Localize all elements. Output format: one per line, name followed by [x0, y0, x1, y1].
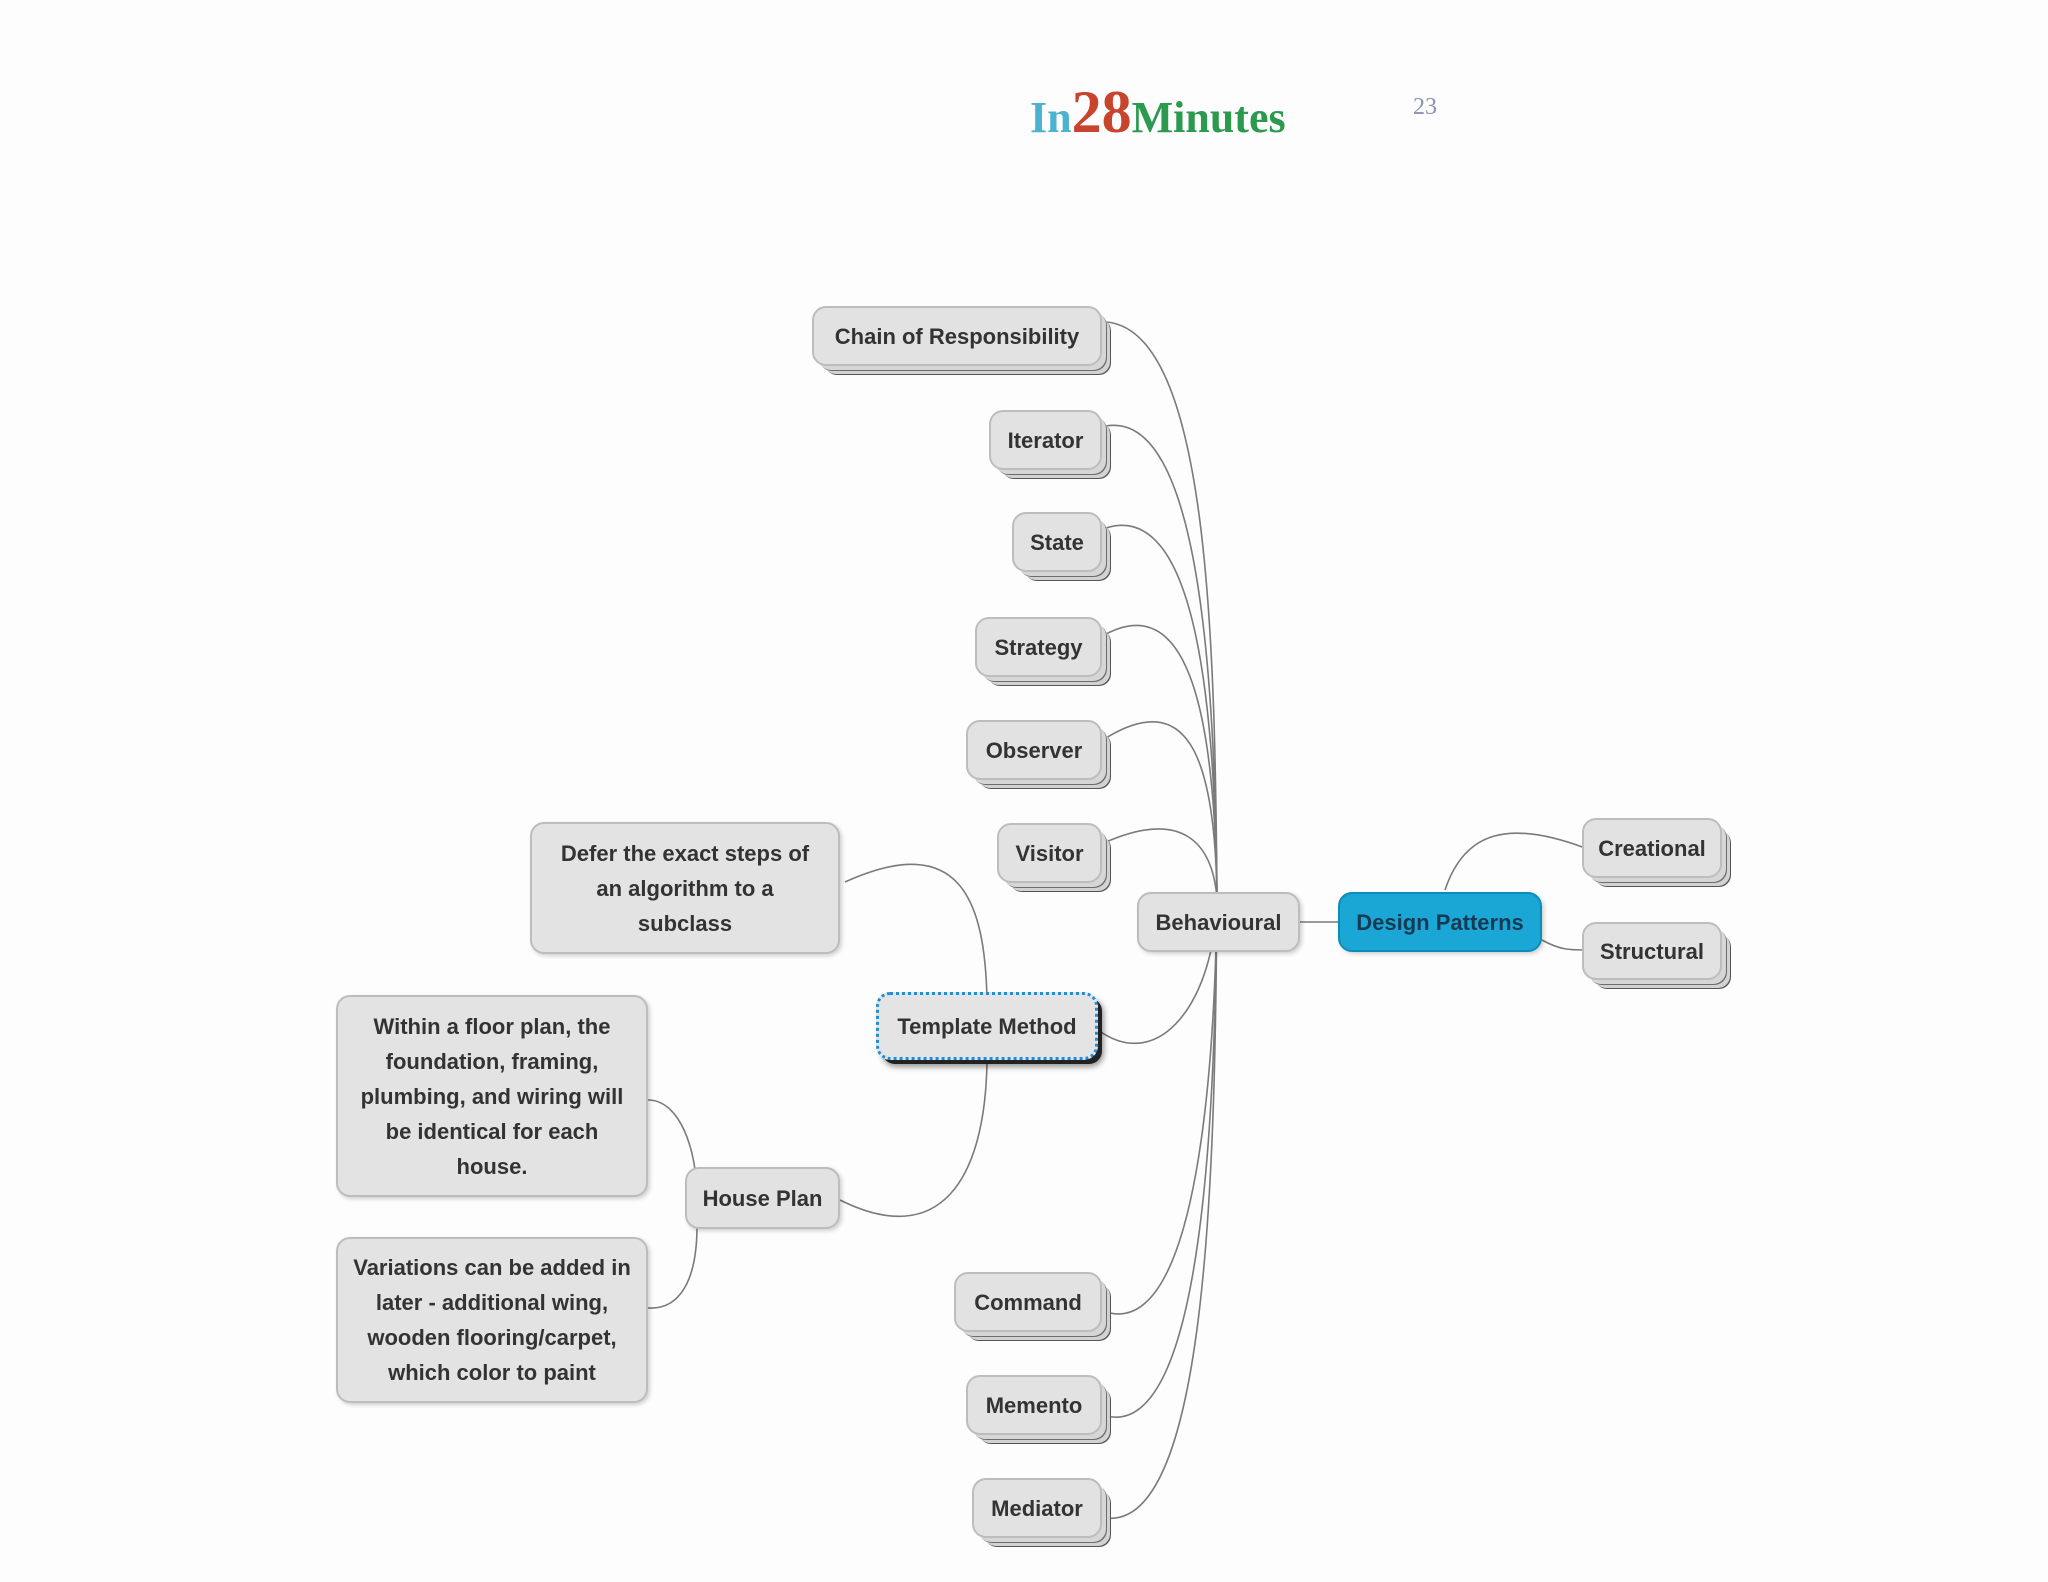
visitor-node[interactable]: Visitor [997, 823, 1102, 883]
creational-node[interactable]: Creational [1582, 818, 1722, 878]
logo-in: In [1030, 93, 1072, 142]
connector-behavioural-chain [1105, 321, 1218, 899]
in28minutes-logo: In28Minutes [1030, 82, 1286, 142]
connector-behavioural-memento [1105, 897, 1218, 1418]
connector-root-structural [1541, 939, 1586, 951]
connector-houseplan-note2 [647, 1225, 698, 1309]
structural-node[interactable]: Structural [1582, 922, 1722, 980]
connector-template-definition [844, 863, 988, 1001]
page-number: 23 [1413, 94, 1437, 120]
template-method-node[interactable]: Template Method [876, 992, 1098, 1060]
connector-root-creational [1444, 832, 1586, 891]
logo-28: 28 [1071, 79, 1132, 145]
memento-node[interactable]: Memento [966, 1375, 1102, 1435]
state-node[interactable]: State [1012, 512, 1102, 572]
iterator-node[interactable]: Iterator [989, 410, 1102, 470]
observer-node[interactable]: Observer [966, 720, 1102, 780]
connector-behavioural-state [1105, 524, 1218, 899]
chain-of-responsibility-node[interactable]: Chain of Responsibility [812, 306, 1102, 366]
house-plan-note-2[interactable]: Variations can be added in later - addit… [336, 1237, 648, 1403]
connector-behavioural-command [1105, 897, 1218, 1315]
template-definition-note[interactable]: Defer the exact steps of an algorithm to… [530, 822, 840, 954]
design-patterns-node[interactable]: Design Patterns [1338, 892, 1542, 952]
connector-template-houseplan [839, 1061, 988, 1218]
connector-behavioural-observer [1105, 720, 1218, 899]
strategy-node[interactable]: Strategy [975, 617, 1102, 677]
connector-behavioural-visitor [1105, 828, 1218, 899]
logo-minutes: Minutes [1131, 93, 1286, 142]
behavioural-node[interactable]: Behavioural [1137, 892, 1300, 952]
house-plan-node[interactable]: House Plan [685, 1167, 840, 1229]
mediator-node[interactable]: Mediator [972, 1478, 1102, 1538]
house-plan-note-1[interactable]: Within a floor plan, the foundation, fra… [336, 995, 648, 1197]
connector-behavioural-strategy [1105, 624, 1218, 899]
connector-behavioural-mediator [1105, 897, 1218, 1519]
command-node[interactable]: Command [954, 1272, 1102, 1332]
